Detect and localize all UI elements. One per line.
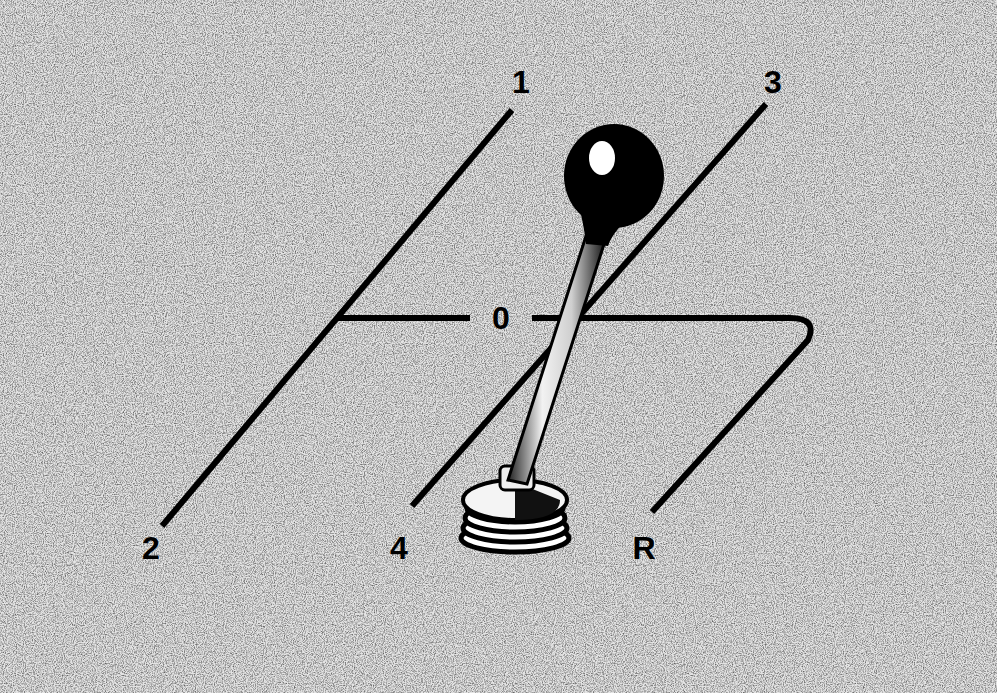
gear-label: 3: [764, 66, 782, 98]
lever-shaft: [508, 236, 606, 484]
gear-label: 4: [390, 532, 408, 564]
shift-pattern: [162, 104, 811, 526]
gear-label: 0: [492, 302, 510, 334]
gear-label: 1: [512, 66, 530, 98]
knob: [564, 124, 664, 228]
knob-highlight: [589, 141, 615, 175]
neutral-line: [337, 315, 470, 321]
reverse-gate: [532, 318, 811, 512]
gate-1-2: [162, 110, 512, 526]
gear-label: R: [632, 532, 655, 564]
gear-lever: [461, 124, 664, 552]
gear-label: 2: [142, 532, 160, 564]
